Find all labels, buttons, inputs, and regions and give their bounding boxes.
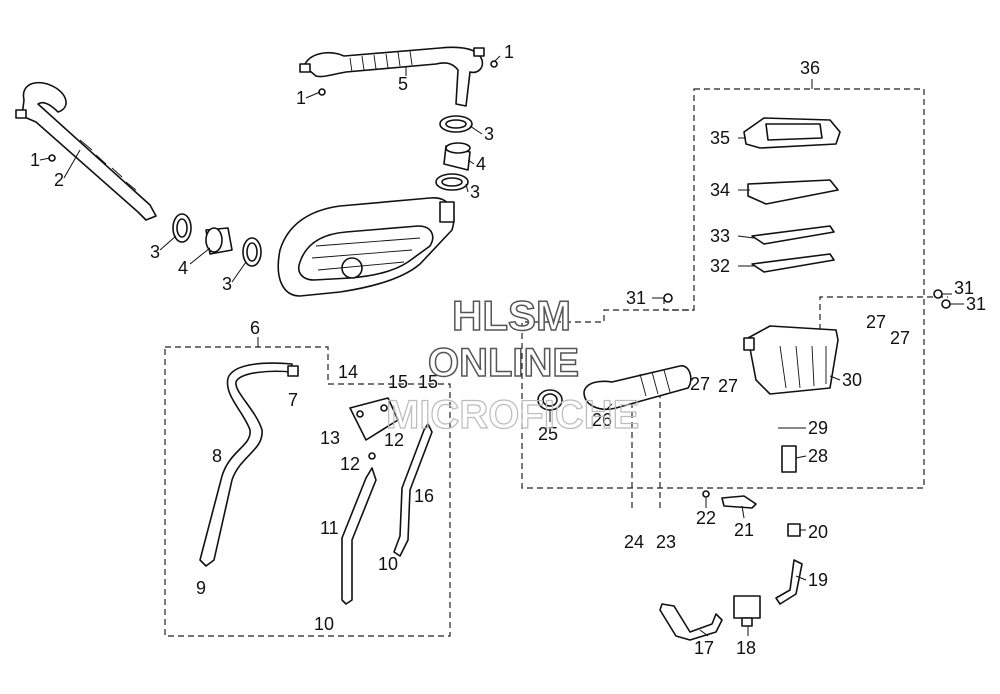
bolts [48,60,951,498]
callout-31a: 31 [626,288,646,308]
callout-labels: 1 1 1 2 3 3 3 3 4 4 5 6 7 8 9 10 10 11 1… [30,42,986,658]
callout-8: 8 [212,446,222,466]
callout-32: 32 [710,256,730,276]
leader-31-left [663,298,694,311]
callout-13: 13 [320,428,340,448]
callout-3d: 3 [222,274,232,294]
callout-24: 24 [624,532,644,552]
callout-25: 25 [538,424,558,444]
part-11-hose [341,467,377,605]
callout-15b: 15 [418,372,438,392]
callout-34: 34 [710,180,730,200]
callout-10b: 10 [314,614,334,634]
callout-12b: 12 [340,454,360,474]
callout-11: 11 [320,518,339,538]
part-5-intake-tube [299,46,485,107]
callout-6: 6 [250,318,260,338]
callout-36: 36 [800,58,820,78]
part-16-hose [393,423,433,557]
part-19-hose [775,559,803,605]
callout-9: 9 [196,578,206,598]
callout-28: 28 [808,446,828,466]
callout-27c: 27 [866,312,886,332]
callout-31c: 31 [966,294,986,314]
part-13-bracket [349,397,399,441]
callout-18: 18 [736,638,756,658]
watermark-line1: HLSM [452,292,571,339]
callout-27b: 27 [718,376,738,396]
part-21-bracket [721,495,757,509]
part-30-airbox-base [743,325,839,395]
part-4-coupler-upper [443,142,471,171]
part-20-fitting [787,523,801,537]
callout-27d: 27 [890,328,910,348]
part-8-hose [199,362,299,567]
part-3-clamp-lower-right [242,237,262,267]
callout-4b: 4 [178,258,188,278]
callout-3c: 3 [150,242,160,262]
callout-15a: 15 [388,372,408,392]
part-28-drain-plug [781,445,797,473]
callout-17: 17 [694,638,714,658]
part-3-clamp-upper [439,115,473,133]
leader-31-right [819,296,948,330]
part-18-valve [733,595,761,627]
callout-12a: 12 [384,430,404,450]
part-33-gasket [751,225,835,245]
group-6-box [164,346,451,637]
callout-22: 22 [696,508,716,528]
callout-26: 26 [592,410,612,430]
callout-10a: 10 [378,554,398,574]
part-3-clamp-middle [435,173,469,191]
part-34-filter [747,179,839,205]
callout-14: 14 [338,362,358,382]
callout-35: 35 [710,128,730,148]
callout-1a: 1 [30,150,40,170]
callout-4a: 4 [476,154,486,174]
callout-23: 23 [656,532,676,552]
callout-16: 16 [414,486,434,506]
leader-24-23 [631,392,661,512]
watermark: HLSM ONLINE MICROFICHE [385,291,640,437]
callout-30: 30 [842,370,862,390]
part-26-intake-boot [583,365,692,410]
callout-29: 29 [808,418,828,438]
part-35-airbox-lid [743,117,841,149]
callout-27a: 27 [690,374,710,394]
callout-3b: 3 [470,182,480,202]
part-32-gasket [751,253,835,273]
callout-31b: 31 [954,278,974,298]
leader-lines [39,55,964,637]
part-3-clamp-lower-left [172,213,192,243]
callout-3a: 3 [484,124,494,144]
callout-33: 33 [710,226,730,246]
callout-1c: 1 [504,42,514,62]
watermark-line3: MICROFICHE [386,393,639,437]
callout-20: 20 [808,522,828,542]
watermark-line2: ONLINE [428,341,579,385]
part-17-hose [659,603,723,641]
callout-21: 21 [734,520,754,540]
callout-7: 7 [288,390,298,410]
callout-19: 19 [808,570,828,590]
callout-2: 2 [54,170,64,190]
cvt-cover [277,197,455,297]
part-2-duct-tube [15,81,157,221]
callout-5: 5 [398,74,408,94]
callout-1b: 1 [296,88,306,108]
part-4-coupler-lower [205,227,233,255]
